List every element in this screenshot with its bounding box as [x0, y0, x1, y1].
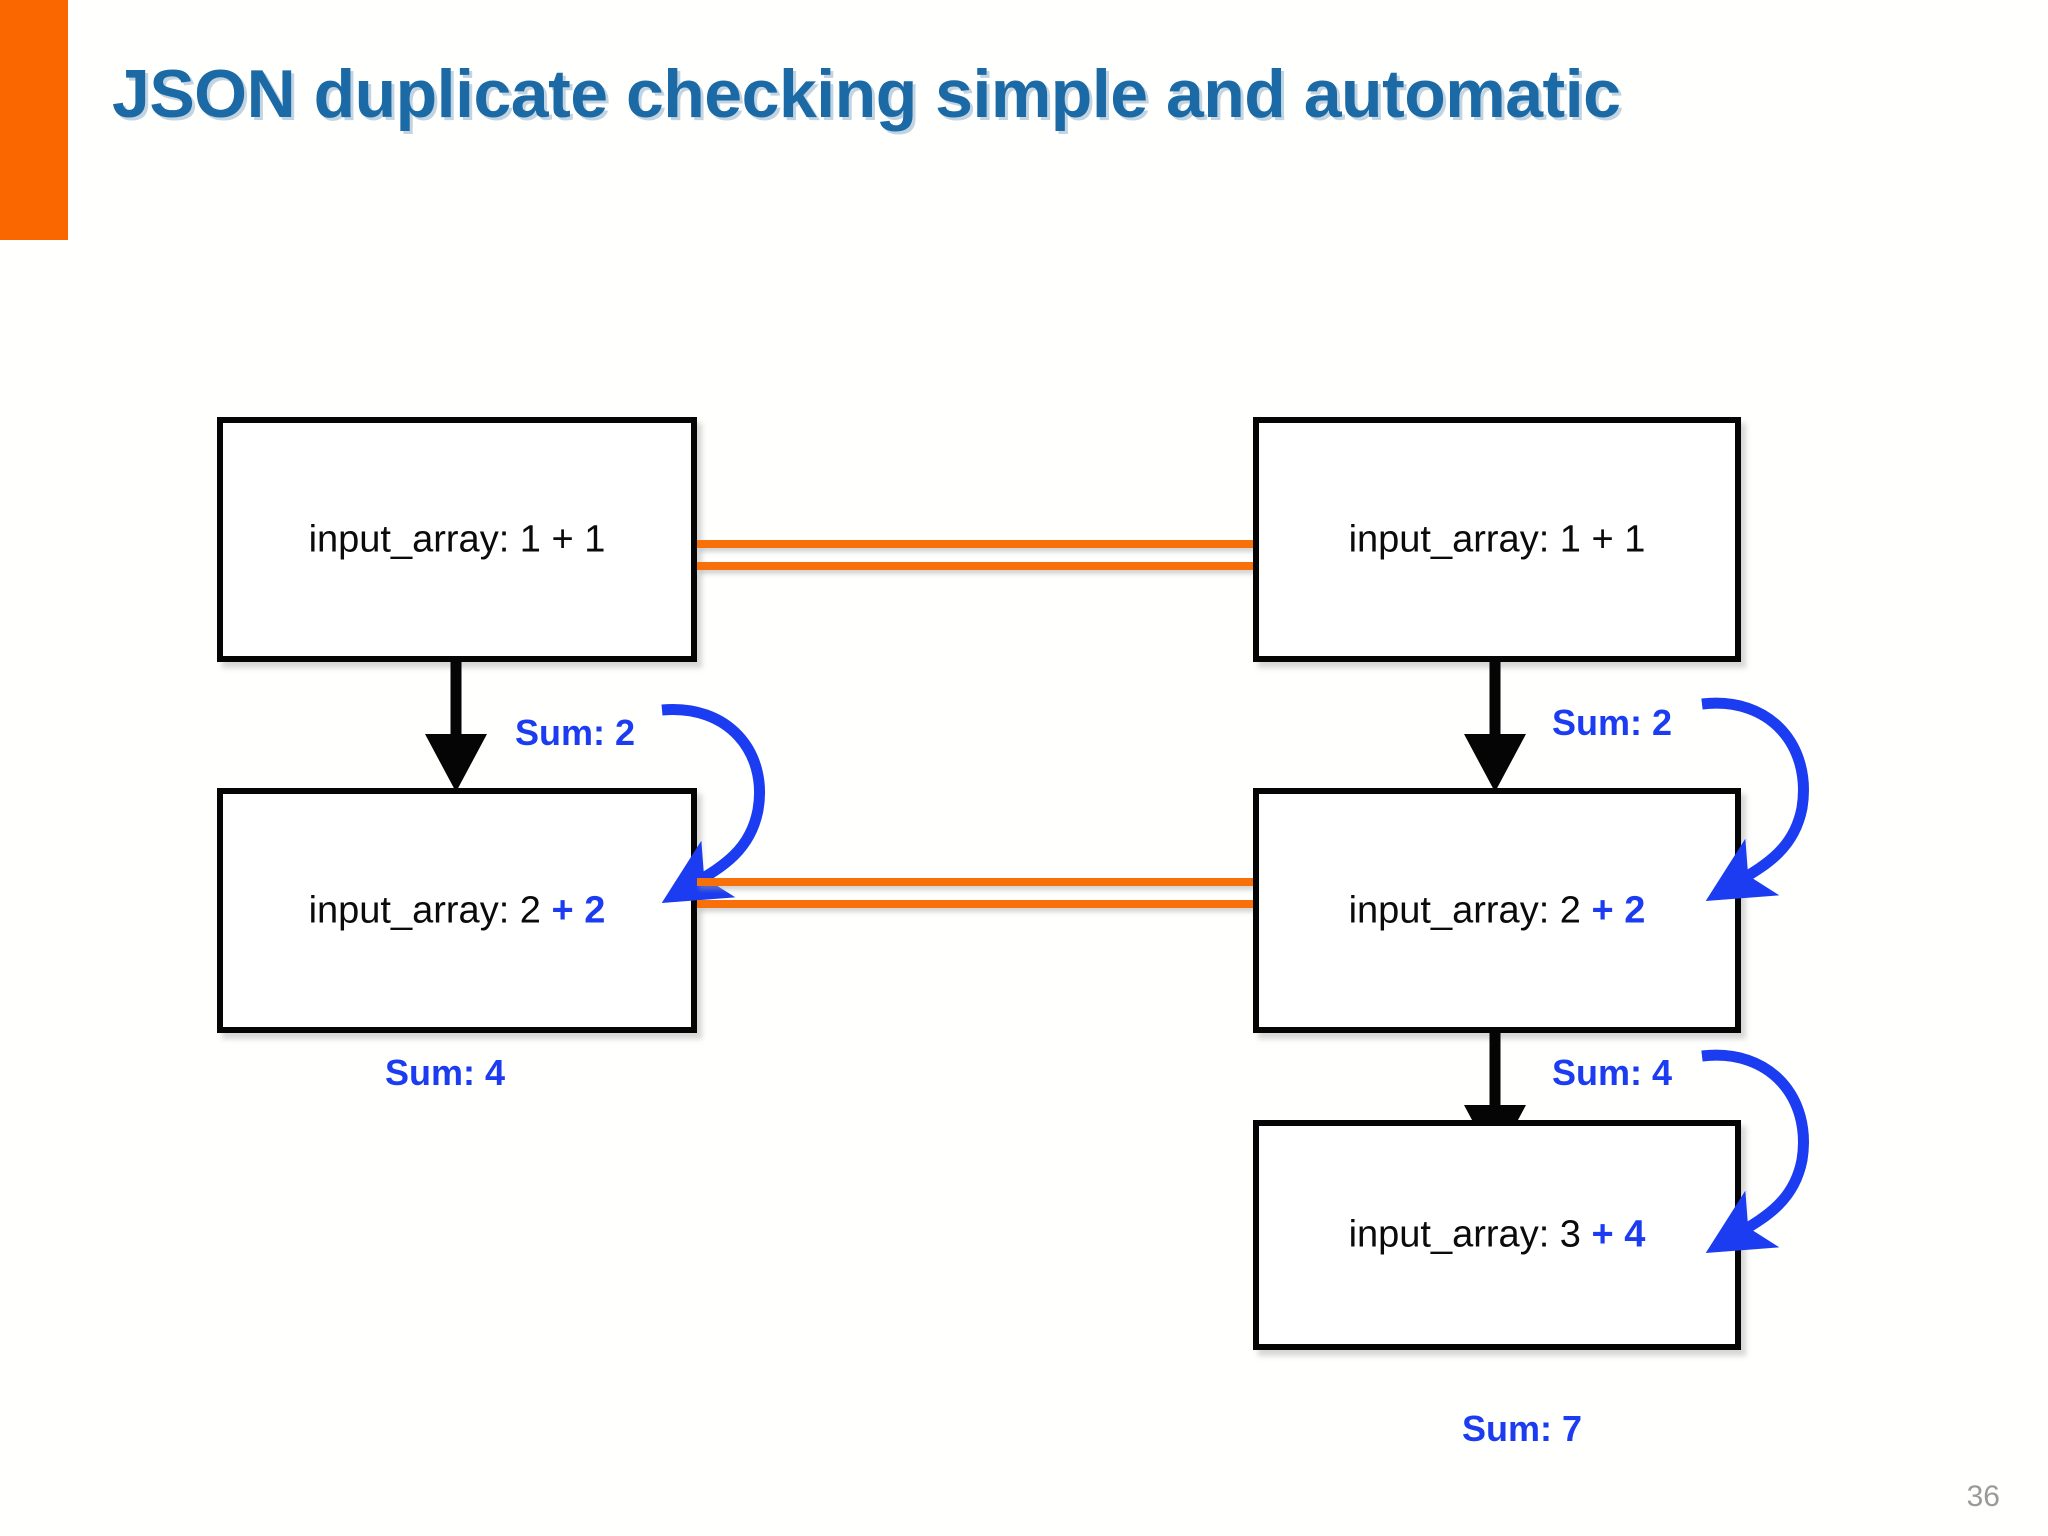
left-sum-2-label: Sum: 2: [515, 712, 636, 753]
page-number: 36: [1966, 1480, 2000, 1513]
left-node-1-suffix: + 1: [540, 518, 606, 560]
left-node-2-suffix: + 2: [540, 889, 606, 931]
accent-bar: [0, 0, 68, 240]
right-node-2-label: input_array: 2 + 2: [1259, 889, 1735, 932]
page-title: JSON duplicate checking simple and autom…: [112, 56, 1621, 132]
duplicate-link-row-2: [697, 878, 1253, 908]
right-node-3-prefix: input_array: 3: [1348, 1213, 1581, 1256]
duplicate-link-bar-top: [697, 878, 1253, 886]
right-node-3-suffix: + 4: [1580, 1213, 1646, 1256]
duplicate-link-bar-bottom: [697, 562, 1253, 570]
right-node-1-prefix: input_array: 1: [1348, 518, 1581, 560]
right-sum-4-curve-arrow: [1701, 1049, 1809, 1253]
right-flow-arrow-1: [1464, 662, 1526, 792]
left-node-1-prefix: input_array: 1: [308, 518, 541, 560]
right-sum-4-label: Sum: 4: [1552, 1052, 1673, 1093]
left-sum-2-curve-arrow: [661, 704, 765, 903]
right-node-3-box[interactable]: input_array: 3 + 4: [1253, 1120, 1741, 1350]
right-sum-7-label: Sum: 7: [1462, 1408, 1583, 1449]
arrow-shaft: [1489, 1033, 1501, 1108]
right-node-1-suffix: + 1: [1580, 518, 1646, 560]
arrow-shaft: [450, 662, 462, 737]
right-sum-2-label: Sum: 2: [1552, 702, 1673, 743]
arrow-head: [1464, 734, 1526, 792]
right-node-2-suffix: + 2: [1580, 889, 1646, 931]
left-node-2-label: input_array: 2 + 2: [223, 889, 691, 932]
duplicate-link-bar-top: [697, 540, 1253, 548]
duplicate-link-row-1: [697, 540, 1253, 570]
left-node-1-label: input_array: 1 + 1: [223, 518, 691, 561]
left-flow-arrow-1: [425, 662, 487, 792]
left-sum-4-label: Sum: 4: [385, 1052, 506, 1093]
right-node-2-box[interactable]: input_array: 2 + 2: [1253, 788, 1741, 1033]
arrow-head: [425, 734, 487, 792]
right-node-1-label: input_array: 1 + 1: [1259, 518, 1735, 561]
right-node-2-prefix: input_array: 2: [1348, 889, 1581, 931]
right-sum-2-curve-arrow: [1701, 697, 1809, 901]
arrow-shaft: [1489, 662, 1501, 737]
right-node-1-box[interactable]: input_array: 1 + 1: [1253, 417, 1741, 662]
left-node-1-box[interactable]: input_array: 1 + 1: [217, 417, 697, 662]
right-node-3-label: input_array: 3 + 4: [1259, 1214, 1735, 1257]
left-node-2-box[interactable]: input_array: 2 + 2: [217, 788, 697, 1033]
left-node-2-prefix: input_array: 2: [308, 889, 541, 931]
duplicate-link-bar-bottom: [697, 900, 1253, 908]
